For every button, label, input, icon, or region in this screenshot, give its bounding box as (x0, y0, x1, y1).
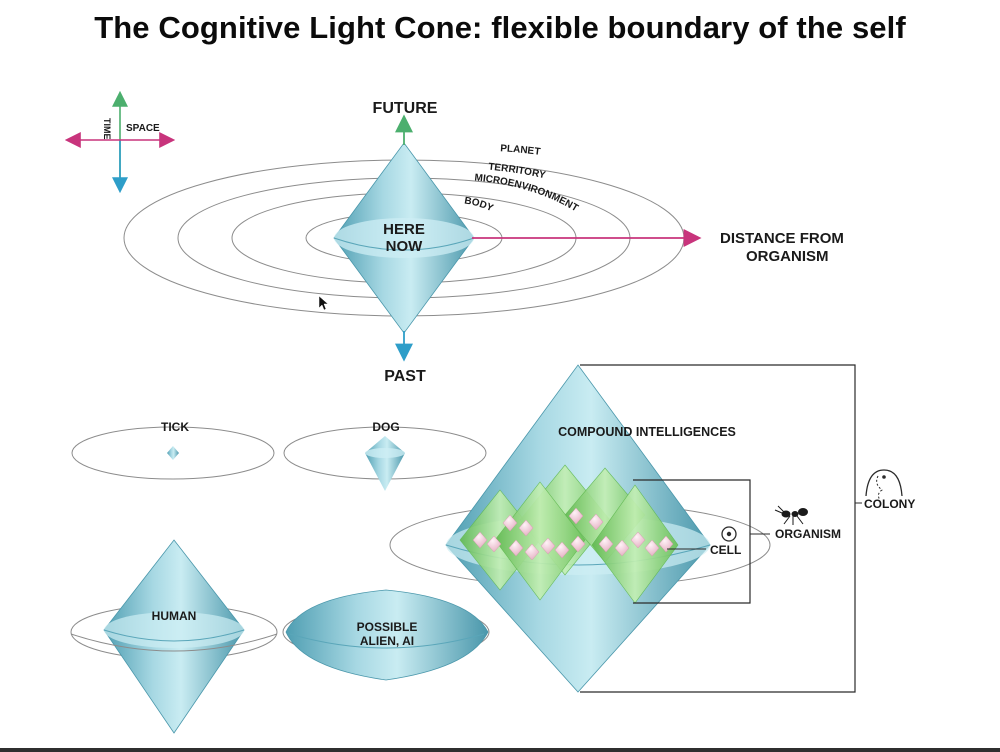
ant-icon (774, 505, 808, 525)
dog-example: DOG (283, 420, 487, 491)
alien-label-line1: POSSIBLE (357, 620, 418, 634)
human-example: HUMAN (70, 539, 278, 734)
alien-label-line2: ALIEN, AI (360, 634, 414, 648)
organism-label: ORGANISM (775, 527, 841, 541)
cone-waist (334, 218, 474, 258)
distance-label-line2: ORGANISM (746, 248, 829, 265)
past-label: PAST (384, 368, 426, 385)
ring-label-planet: PLANET (500, 143, 541, 158)
tick-label: TICK (161, 420, 189, 434)
cell-label: CELL (710, 543, 741, 557)
space-label: SPACE (126, 123, 160, 134)
alien-ai-example: POSSIBLE ALIEN, AI (282, 589, 490, 681)
future-label: FUTURE (373, 100, 438, 117)
compound-label: COMPOUND INTELLIGENCES (558, 425, 736, 439)
page-title: The Cognitive Light Cone: flexible bound… (94, 10, 906, 45)
colony-mound-icon (865, 469, 903, 497)
colony-label: COLONY (864, 497, 915, 511)
axes-legend: TIME SPACE (64, 90, 176, 194)
distance-label-line1: DISTANCE FROM (720, 230, 844, 247)
here-label: HERE (383, 221, 425, 238)
mouse-cursor-icon (318, 295, 329, 311)
compound-intelligences: COMPOUND INTELLIGENCES CELL ORGANISM COL… (389, 364, 915, 693)
bottom-bar (0, 748, 1000, 752)
main-light-cone: PLANET TERRITORY MICROENVIRONMENT BODY F… (123, 100, 844, 385)
organism-bracket (633, 479, 751, 604)
pink-cells (472, 507, 674, 561)
tick-example: TICK (71, 420, 275, 480)
human-label: HUMAN (152, 609, 197, 623)
ring-label-body: BODY (464, 195, 496, 214)
dog-label: DOG (372, 420, 399, 434)
now-label: NOW (386, 238, 424, 255)
colony-bracket (580, 364, 856, 693)
time-label: TIME (102, 118, 112, 140)
